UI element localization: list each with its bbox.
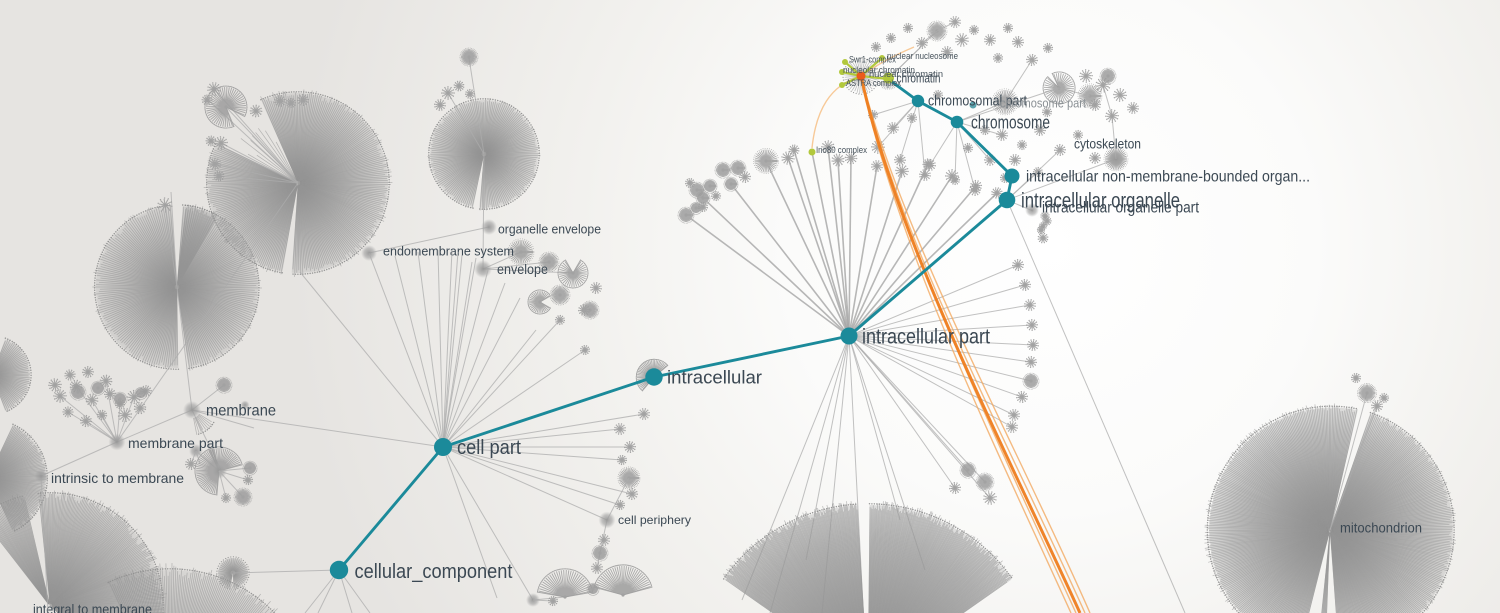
- svg-text:cell part: cell part: [457, 436, 521, 459]
- svg-text:chromosome part: chromosome part: [1000, 96, 1086, 110]
- svg-text:cellular_component: cellular_component: [355, 560, 513, 583]
- svg-text:intracellular organelle part: intracellular organelle part: [1042, 199, 1200, 216]
- svg-text:intracellular part: intracellular part: [862, 325, 990, 348]
- svg-text:organelle envelope: organelle envelope: [498, 222, 601, 237]
- svg-text:chromosome: chromosome: [971, 112, 1050, 132]
- svg-text:intracellular: intracellular: [667, 367, 762, 387]
- svg-text:nuclear chromatin: nuclear chromatin: [869, 69, 943, 80]
- svg-text:nucleolar chromatin: nucleolar chromatin: [843, 65, 915, 75]
- svg-text:cell periphery: cell periphery: [618, 513, 691, 527]
- svg-text:intracellular organelle: intracellular organelle: [1021, 189, 1180, 212]
- svg-text:ASTRA complex: ASTRA complex: [846, 78, 901, 88]
- svg-text:membrane: membrane: [206, 403, 276, 420]
- svg-text:chromosomal part: chromosomal part: [928, 92, 1028, 109]
- svg-text:Ino80 complex: Ino80 complex: [816, 145, 867, 155]
- svg-text:membrane part: membrane part: [128, 435, 223, 451]
- svg-text:intracellular non-membrane-bou: intracellular non-membrane-bounded organ…: [1026, 169, 1310, 186]
- svg-text:Swr1-complex: Swr1-complex: [849, 55, 896, 65]
- svg-text:mitochondrion: mitochondrion: [1340, 521, 1422, 536]
- svg-text:cytoskeleton: cytoskeleton: [1074, 137, 1141, 152]
- svg-text:nuclear nucleosome: nuclear nucleosome: [887, 51, 958, 61]
- svg-text:intrinsic to membrane: intrinsic to membrane: [51, 470, 184, 486]
- svg-text:envelope: envelope: [497, 261, 548, 277]
- svg-text:integral to membrane: integral to membrane: [33, 601, 152, 613]
- svg-text:endomembrane system: endomembrane system: [383, 244, 514, 259]
- svg-text:chromatin: chromatin: [897, 71, 941, 85]
